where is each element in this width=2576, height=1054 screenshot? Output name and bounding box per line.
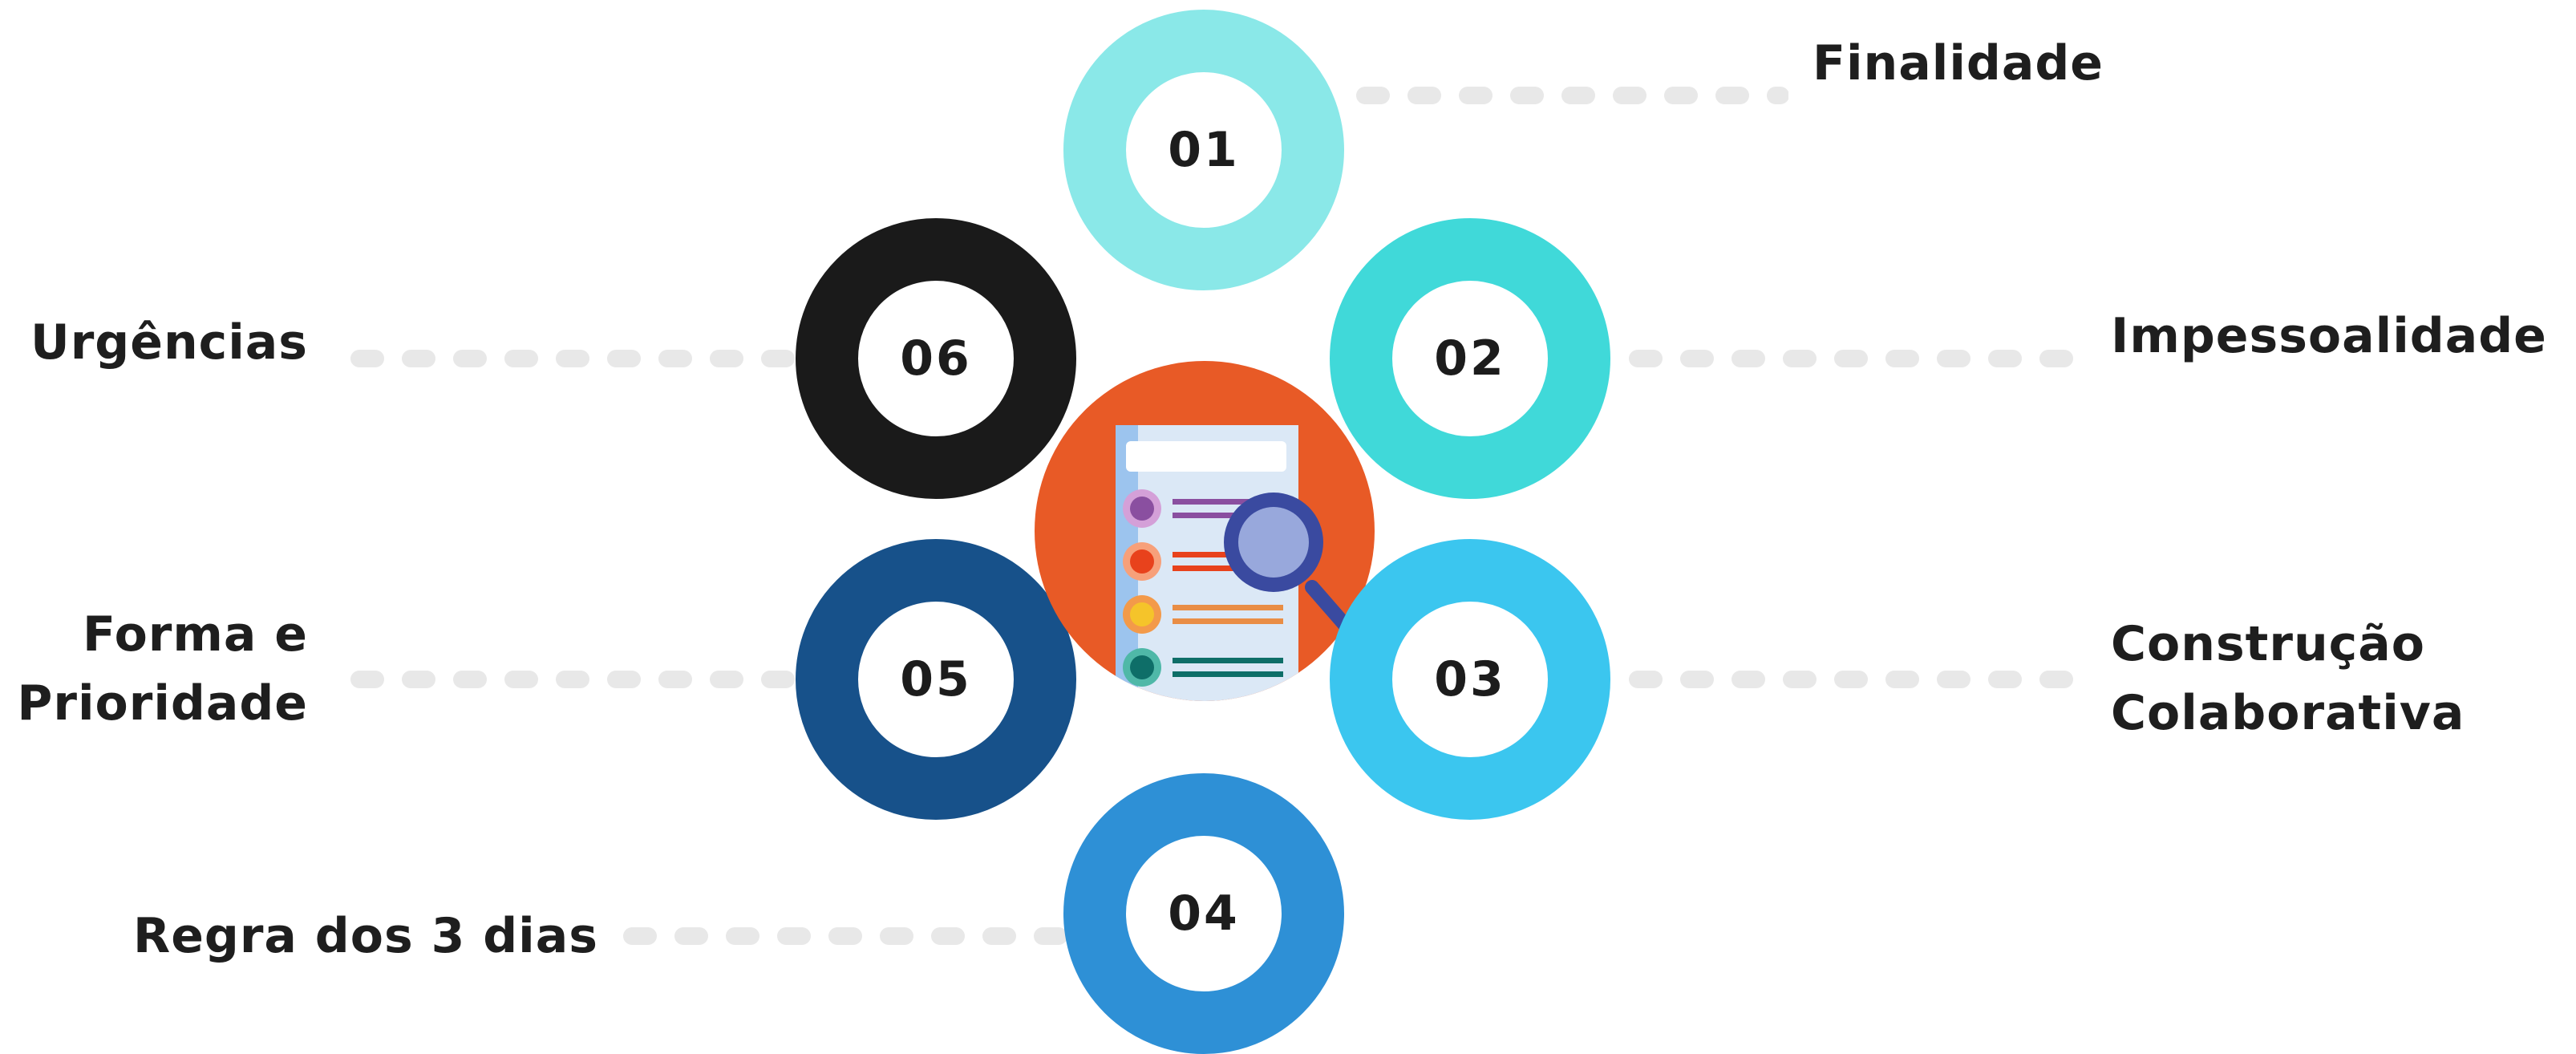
- step-label-05: Forma e Prioridade: [17, 600, 308, 738]
- document-title-bar: [1126, 441, 1286, 472]
- step-label-05-line-1: Forma e: [83, 606, 308, 663]
- step-label-03: Construção Colaborativa: [2111, 610, 2465, 748]
- step-number-01: 01: [1168, 122, 1240, 178]
- connector-dots-02: [1628, 349, 2077, 368]
- step-number-04: 04: [1168, 886, 1240, 942]
- step-ring-01: 01: [1063, 10, 1344, 290]
- step-number-03: 03: [1434, 651, 1506, 707]
- magnifier-glass: [1224, 493, 1363, 644]
- step-number-06: 06: [900, 330, 972, 387]
- document-checklist-with-magnifier-icon: [1028, 355, 1381, 707]
- step-label-06: Urgências: [30, 314, 308, 371]
- step-label-02: Impessoalidade: [2111, 308, 2547, 364]
- step-number-05: 05: [900, 651, 972, 707]
- step-label-05-line-2: Prioridade: [17, 675, 308, 732]
- step-ring-03: 03: [1330, 539, 1610, 820]
- step-label-01: Finalidade: [1813, 35, 2104, 91]
- step-label-03-line-1: Construção: [2111, 616, 2425, 672]
- step-label-03-line-2: Colaborativa: [2111, 685, 2465, 741]
- step-number-02: 02: [1434, 330, 1506, 387]
- step-ring-04: 04: [1063, 773, 1344, 1054]
- connector-dots-05: [350, 670, 799, 689]
- connector-dots-06: [350, 349, 799, 368]
- connector-dots-03: [1628, 670, 2077, 689]
- connector-dots-04: [622, 926, 1071, 946]
- connector-dots-01: [1355, 86, 1788, 105]
- step-label-04: Regra dos 3 dias: [133, 908, 598, 964]
